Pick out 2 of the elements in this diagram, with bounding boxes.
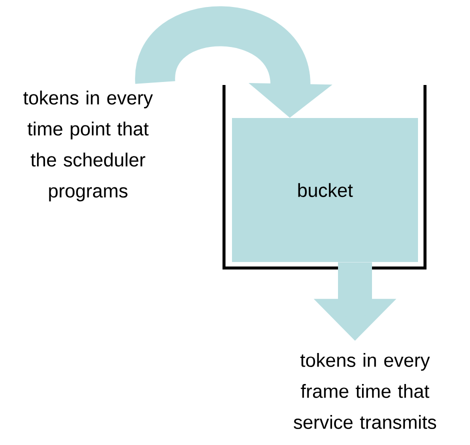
text-label: tokens in every time point that the scheduler programs	[23, 90, 153, 202]
text-label: tokens in every frame time that service transmits	[294, 353, 436, 429]
